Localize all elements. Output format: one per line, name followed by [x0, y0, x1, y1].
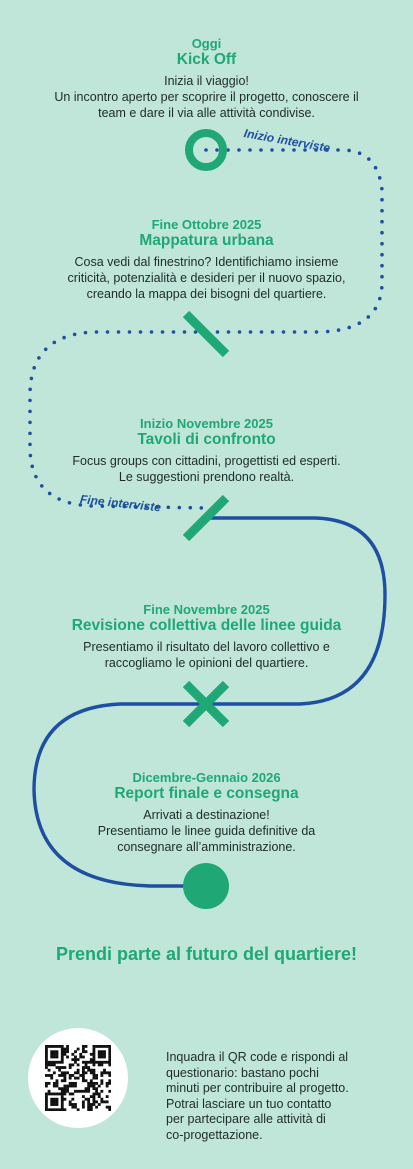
step-desc-line: Cosa vedi dal finestrino? Identifichiamo… — [74, 255, 339, 269]
step-desc-line: Presentiamo il risultato del lavoro coll… — [83, 640, 330, 654]
cta-heading: Prendi parte al futuro del quartiere! — [55, 944, 358, 964]
step-desc-line: team e dare il via alle attività condivi… — [98, 106, 315, 120]
slash-marker-1 — [182, 310, 230, 358]
step-kickoff: Oggi Kick Off Inizia il viaggio! Un inco… — [0, 36, 413, 121]
step-desc-line: Inizia il viaggio! — [164, 74, 249, 88]
step-mappatura: Fine Ottobre 2025 Mappatura urbana Cosa … — [0, 217, 413, 302]
step-date: Fine Novembre 2025 — [143, 602, 270, 617]
step-desc-line: Presentiamo le linee guida definitive da — [97, 824, 316, 838]
qr-code-badge[interactable] — [28, 1028, 128, 1128]
cta-line: questionario: bastano pochi — [166, 1065, 319, 1080]
step-title: Kick Off — [176, 51, 237, 68]
step-revisione: Fine Novembre 2025 Revisione collettiva … — [0, 602, 413, 671]
cross-marker — [182, 680, 230, 728]
step-title: Revisione collettiva delle linee guida — [71, 617, 342, 634]
step-tavoli: Inizio Novembre 2025 Tavoli di confronto… — [0, 416, 413, 485]
step-desc-line: consegnare all’amministrazione. — [117, 840, 296, 854]
cta-line: minuti per contribuire al progetto. — [166, 1081, 349, 1095]
cta-line: Potrai lasciare un tuo contatto — [166, 1096, 332, 1111]
cta-description: Inquadra il QR code e rispondi al questi… — [166, 1050, 386, 1143]
solid-route — [32, 516, 387, 888]
cta-line: co-progettazione. — [166, 1127, 263, 1142]
dotted-route — [28, 148, 384, 510]
slash-marker-2 — [182, 494, 230, 542]
step-desc-line: Un incontro aperto per scoprire il proge… — [54, 90, 359, 104]
step-desc-line: Le suggestioni prendono realtà. — [118, 470, 295, 484]
step-desc-line: Arrivati a destinazione! — [143, 808, 270, 822]
cta-line: Inquadra il QR code e rispondi al — [166, 1050, 349, 1064]
cta-line: per partecipare alle attività di — [166, 1112, 326, 1126]
step-date: Inizio Novembre 2025 — [140, 416, 273, 431]
step-desc-line: raccogliamo le opinioni del quartiere. — [104, 656, 309, 670]
qr-code-icon[interactable] — [45, 1045, 111, 1111]
step-report: Dicembre-Gennaio 2026 Report finale e co… — [0, 770, 413, 855]
step-date: Oggi — [191, 36, 222, 51]
step-title: Mappatura urbana — [139, 232, 274, 249]
step-desc-line: creando la mappa dei bisogni del quartie… — [86, 287, 327, 301]
end-dot-marker — [183, 863, 229, 909]
step-title: Report finale e consegna — [114, 785, 299, 802]
step-desc-line: criticità, potenzialità e desideri per i… — [67, 271, 346, 285]
step-title: Tavoli di confronto — [137, 431, 276, 448]
step-desc-line: Focus groups con cittadini, progettisti … — [72, 454, 341, 468]
step-date: Dicembre-Gennaio 2026 — [132, 770, 281, 785]
ring-marker — [185, 129, 227, 171]
step-date: Fine Ottobre 2025 — [151, 217, 262, 232]
